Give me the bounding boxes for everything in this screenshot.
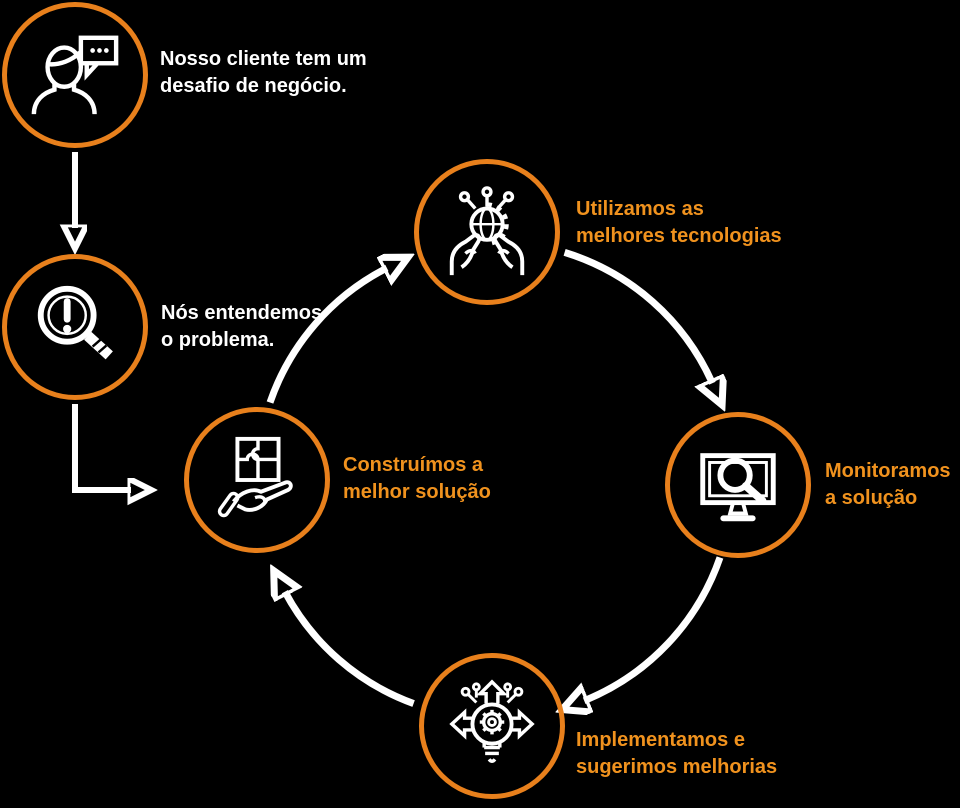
label-build-solution: Construímos a melhor solução xyxy=(343,452,491,506)
hand-puzzle-icon xyxy=(217,436,293,518)
label-line: sugerimos melhorias xyxy=(576,756,778,778)
node-use-technologies xyxy=(414,159,560,305)
label-client-challenge: Nosso cliente tem um desafio de negócio. xyxy=(160,46,367,100)
label-line: Construímos a xyxy=(343,454,484,476)
hands-globe-gear-icon xyxy=(449,186,525,276)
magnifier-alert-icon xyxy=(37,285,113,360)
arc-improve-to-build xyxy=(285,592,415,707)
person-speech-bubble-icon xyxy=(31,35,119,115)
label-monitor-solution: Monitoramos a solução xyxy=(825,458,951,512)
lightbulb-gear-icon xyxy=(449,679,535,763)
label-understand-problem: Nós entendemos o problema. xyxy=(161,300,322,354)
node-monitor-solution xyxy=(665,412,811,558)
node-implement-improvements xyxy=(419,653,565,799)
arrow-understand-to-build xyxy=(72,404,131,490)
label-line: Nosso cliente tem um xyxy=(160,48,367,70)
label-line: Utilizamos as xyxy=(576,198,704,220)
label-use-technologies: Utilizamos as melhores tecnologias xyxy=(576,196,782,250)
arc-technologies-to-monitor xyxy=(563,249,713,383)
arc-monitor-to-improve xyxy=(584,556,724,701)
node-build-solution xyxy=(184,407,330,553)
label-line: desafio de negócio. xyxy=(160,75,347,97)
label-line: a solução xyxy=(825,487,918,509)
label-implement-improvements: Implementamos e sugerimos melhorias xyxy=(576,727,777,781)
node-understand-problem xyxy=(2,254,148,400)
label-line: Monitoramos xyxy=(825,460,951,482)
label-line: Nós entendemos xyxy=(161,302,323,324)
label-line: o problema. xyxy=(161,329,275,351)
monitor-magnifier-icon xyxy=(700,453,776,522)
label-line: melhor solução xyxy=(343,481,491,503)
node-client-challenge xyxy=(2,2,148,148)
label-line: Implementamos e xyxy=(576,729,745,751)
arc-build-to-technologies xyxy=(266,268,387,404)
label-line: melhores tecnologias xyxy=(576,225,782,247)
